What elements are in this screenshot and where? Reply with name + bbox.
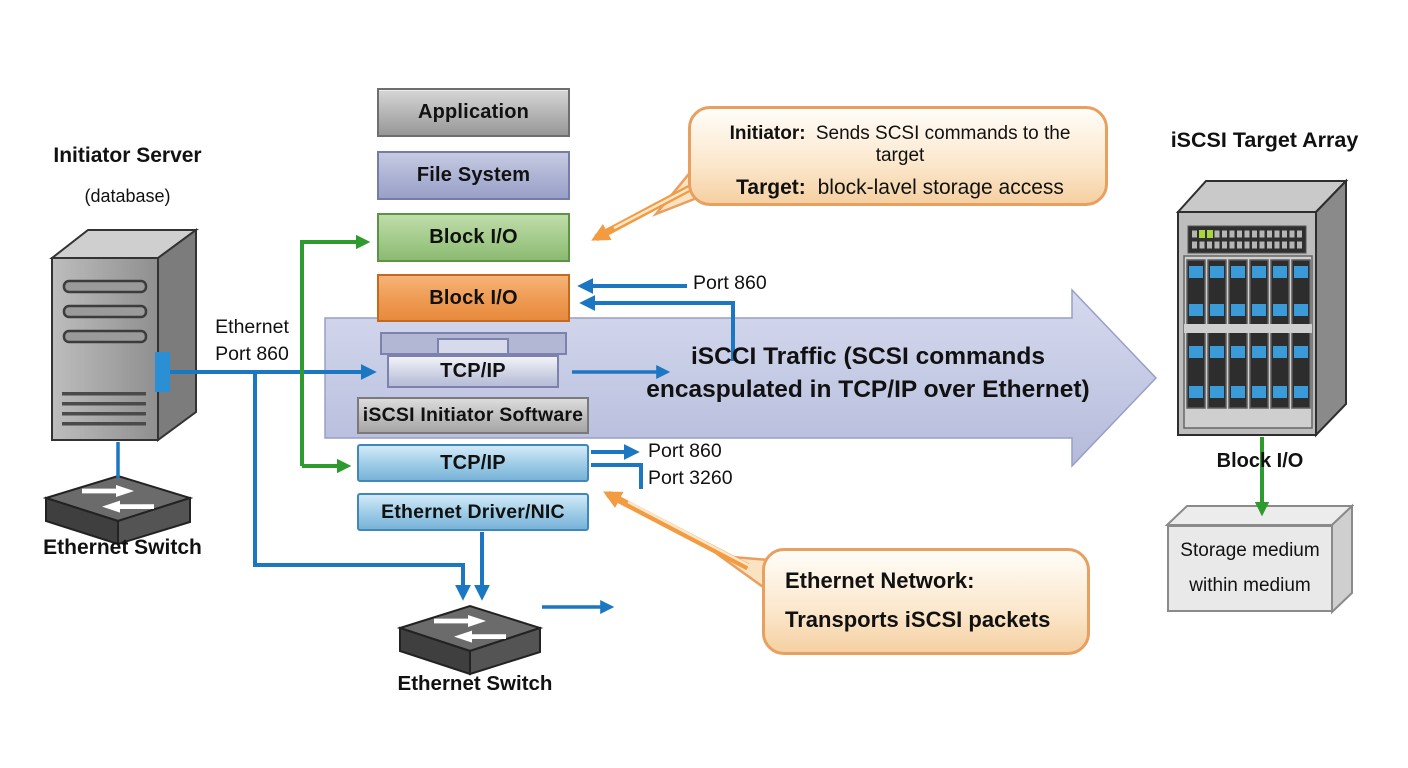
network-callout-line1: Ethernet Network: xyxy=(785,568,975,593)
box-block-io-upper-label: Block I/O xyxy=(429,226,518,248)
port-860-label-mid: Port 860 xyxy=(648,440,722,462)
box-tcpip-network-label: TCP/IP xyxy=(440,451,506,474)
box-application-label: Application xyxy=(417,101,530,123)
vent-grille xyxy=(1187,225,1307,254)
network-callout-line2: Transports iSCSI packets xyxy=(785,607,1051,632)
ethernet-switch-graphic-bottom xyxy=(396,604,544,676)
initiator-server-title: Initiator Server xyxy=(53,144,202,167)
iscsi-traffic-caption: iSCCI Traffic (SCSI commands encaspulate… xyxy=(638,340,1098,406)
box-block-io-lower-label: Block I/O xyxy=(429,286,518,309)
storage-medium-box: Storage medium within medium xyxy=(1167,525,1333,612)
initiator-text: Sends SCSI commands to the target xyxy=(815,123,1071,166)
ethernet-switch-label-bottom: Ethernet Switch xyxy=(397,672,553,695)
box-tcpip-encapsulated-label: TCP/IP xyxy=(440,360,506,382)
port-860-label-top: Port 860 xyxy=(693,272,767,294)
box-tcpip-encapsulated: TCP/IP xyxy=(387,355,559,388)
box-file-system: File System xyxy=(377,151,570,200)
target-text: block-lavel storage access xyxy=(817,176,1064,199)
callout-initiator-line: Initiator: Sends SCSI commands to the ta… xyxy=(705,123,1095,167)
target-label: Target: xyxy=(736,176,806,199)
ethernet-port-line2: Port 860 xyxy=(215,343,289,365)
box-ethernet-driver-nic: Ethernet Driver/NIC xyxy=(357,493,589,531)
server-ethernet-port xyxy=(155,352,170,392)
switch-arrows-icon xyxy=(434,615,506,643)
block-io-label-right: Block I/O xyxy=(1216,450,1304,472)
storage-array-graphic xyxy=(1175,178,1349,438)
callout-pointers xyxy=(591,154,796,599)
box-application: Application xyxy=(377,88,570,137)
box-iscsi-initiator-software: iSCSI Initiator Software xyxy=(357,397,589,434)
box-block-io-lower: Block I/O xyxy=(377,274,570,322)
green-connectors xyxy=(300,234,1270,517)
storage-medium-line2: within medium xyxy=(1189,575,1311,596)
ethernet-switch-label-left: Ethernet Switch xyxy=(43,536,202,559)
initiator-server-subtitle: (database) xyxy=(84,186,171,206)
box-iscsi-initiator-software-label: iSCSI Initiator Software xyxy=(362,404,584,426)
ethernet-switch-graphic-left xyxy=(42,474,194,546)
port-3260-label: Port 3260 xyxy=(648,467,733,489)
storage-medium-line1: Storage medium xyxy=(1180,540,1320,561)
box-file-system-label: File System xyxy=(416,164,531,186)
ethernet-port-860-label: Ethernet Port 860 xyxy=(193,314,311,368)
switch-arrows-icon xyxy=(82,485,154,513)
iscsi-traffic-line2: encaspulated in TCP/IP over Ethernet) xyxy=(646,376,1090,403)
tcpip-plug-notch xyxy=(437,338,509,355)
initiator-label: Initiator: xyxy=(729,123,806,144)
ethernet-port-line1: Ethernet xyxy=(215,316,289,338)
server-tower-graphic xyxy=(49,228,200,442)
callout-ethernet-network: Ethernet Network: Transports iSCSI packe… xyxy=(762,548,1090,655)
blue-connectors xyxy=(116,278,735,614)
callout-roles: Initiator: Sends SCSI commands to the ta… xyxy=(688,106,1108,206)
iscsi-target-array-title: iSCSI Target Array xyxy=(1170,128,1359,152)
box-block-io-upper: Block I/O xyxy=(377,213,570,262)
box-tcpip-network: TCP/IP xyxy=(357,444,589,482)
box-ethernet-driver-nic-label: Ethernet Driver/NIC xyxy=(381,500,565,523)
callout-target-line: Target: block-lavel storage access xyxy=(705,176,1095,200)
iscsi-traffic-line1: iSCCI Traffic (SCSI commands xyxy=(691,343,1045,370)
